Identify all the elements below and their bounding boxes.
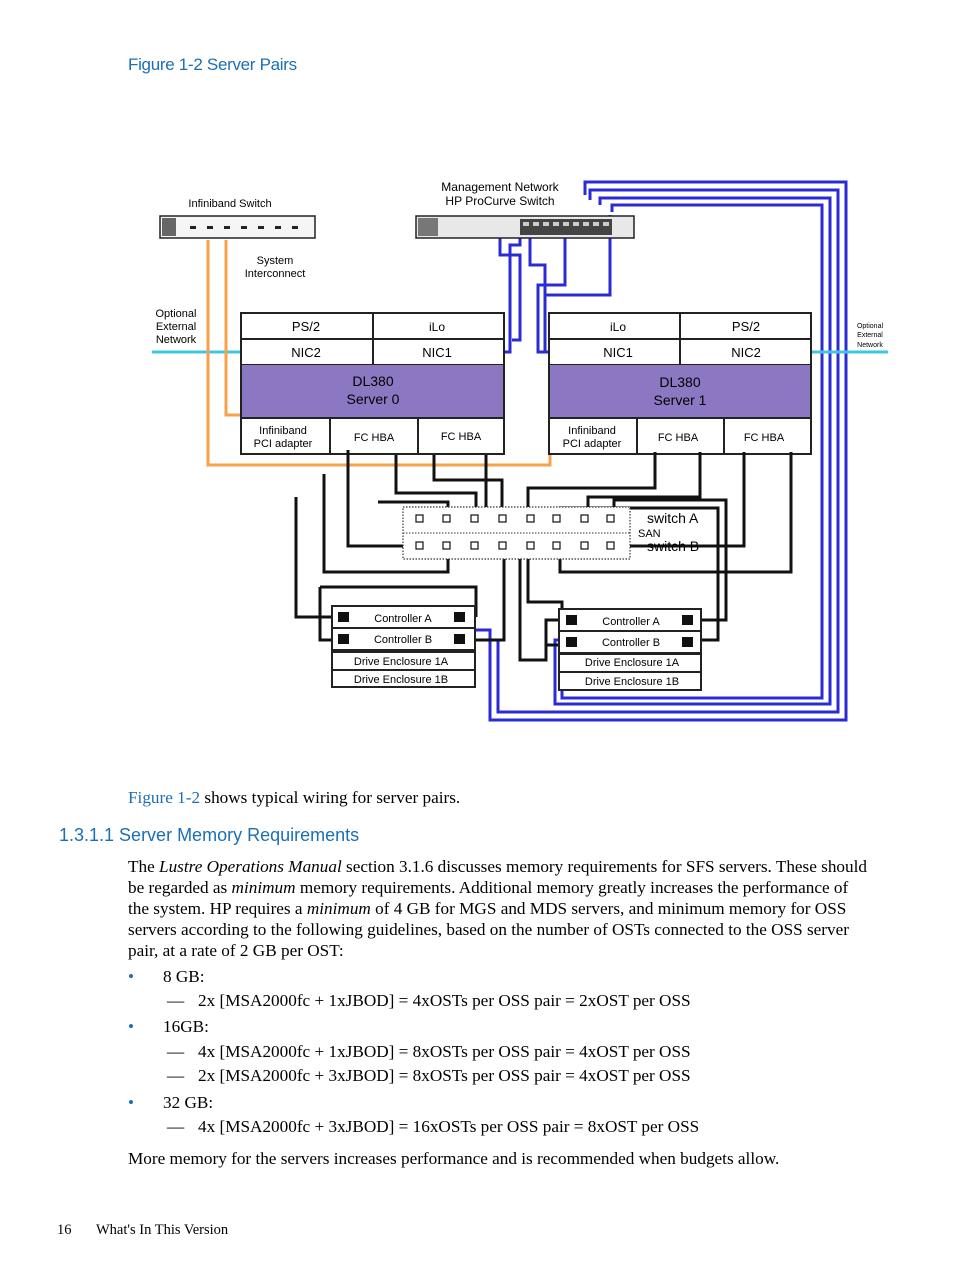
optional-network-left-label-1: Optional [156, 308, 197, 320]
s0-ps2: PS/2 [292, 319, 320, 334]
s0-fc-1: FC HBA [354, 432, 395, 444]
memory-paragraph: The Lustre Operations Manual section 3.1… [128, 857, 867, 960]
r-ctrl-a: Controller A [602, 616, 660, 628]
optional-network-right-label-1: Optional [857, 323, 884, 330]
r-ctrl-b: Controller B [602, 637, 660, 649]
l-drive-1b: Drive Enclosure 1B [354, 674, 448, 686]
list-subitem: —2x [MSA2000fc + 1xJBOD] = 4xOSTs per OS… [167, 991, 691, 1010]
san-switch [402, 506, 631, 560]
s1-nic1: NIC1 [603, 345, 633, 360]
s1-name-1: DL380 [659, 374, 700, 390]
s0-ib-1: Infiniband [259, 425, 307, 437]
mgmt-switch-label-1: Management Network [441, 180, 559, 194]
server-pairs-diagram: Infiniband Switch Management Network HP … [152, 180, 888, 722]
l-ctrl-b: Controller B [374, 634, 432, 646]
l-drive-1a: Drive Enclosure 1A [354, 656, 449, 668]
figure-title: Figure 1-2 Server Pairs [128, 55, 297, 74]
list-item: •16GB: [128, 1017, 209, 1036]
mgmt-switch-label-2: HP ProCurve Switch [445, 194, 554, 208]
s0-ilo: iLo [429, 320, 445, 334]
r-drive-1b: Drive Enclosure 1B [585, 676, 679, 688]
server-1 [548, 312, 812, 455]
page-number: 16 [57, 1222, 72, 1238]
switch-a-label: switch A [647, 510, 699, 526]
section-heading: 1.3.1.1 Server Memory Requirements [59, 825, 360, 845]
figure-intro: Figure 1-2 shows typical wiring for serv… [128, 788, 461, 807]
san-label: SAN [638, 528, 661, 540]
optional-network-right-label-3: Network [857, 342, 883, 349]
ib-switch-label: Infiniband Switch [188, 198, 271, 210]
s1-nic2: NIC2 [731, 345, 761, 360]
s0-nic1: NIC1 [422, 345, 452, 360]
l-ctrl-a: Controller A [374, 613, 432, 625]
list-subitem: —4x [MSA2000fc + 3xJBOD] = 16xOSTs per O… [167, 1117, 700, 1136]
management-switch [415, 215, 635, 239]
infiniband-switch [159, 215, 316, 239]
server-0 [240, 312, 505, 455]
s0-fc-2: FC HBA [441, 431, 482, 443]
s1-ib-2: PCI adapter [563, 438, 622, 450]
s1-name-2: Server 1 [654, 392, 707, 408]
system-interconnect-label-2: Interconnect [245, 268, 306, 280]
s0-name-2: Server 0 [347, 391, 400, 407]
optional-network-left-label-2: External [156, 321, 196, 333]
footer-section: What's In This Version [96, 1222, 229, 1238]
switch-b-label: switch B [647, 538, 699, 554]
r-drive-1a: Drive Enclosure 1A [585, 657, 680, 669]
storage-left [331, 605, 476, 688]
storage-left-ports [338, 612, 465, 644]
list-item: •8 GB: [128, 967, 205, 986]
s1-ilo: iLo [610, 320, 626, 334]
system-interconnect-label-1: System [257, 255, 294, 267]
closing-paragraph: More memory for the servers increases pe… [128, 1149, 780, 1168]
s1-ib-1: Infiniband [568, 425, 616, 437]
storage-right [558, 608, 702, 691]
list-subitem: —4x [MSA2000fc + 1xJBOD] = 8xOSTs per OS… [167, 1042, 691, 1061]
optional-network-right-label-2: External [857, 332, 883, 339]
s0-name-1: DL380 [352, 373, 393, 389]
s1-fc-1: FC HBA [658, 432, 699, 444]
figure-link[interactable]: Figure 1-2 [128, 788, 201, 807]
s0-nic2: NIC2 [291, 345, 321, 360]
storage-right-ports [566, 615, 693, 647]
s1-ps2: PS/2 [732, 319, 760, 334]
list-item: •32 GB: [128, 1093, 214, 1112]
optional-network-left-label-3: Network [156, 334, 197, 346]
s0-ib-2: PCI adapter [254, 438, 313, 450]
list-subitem: —2x [MSA2000fc + 3xJBOD] = 8xOSTs per OS… [167, 1066, 691, 1085]
s1-fc-2: FC HBA [744, 432, 785, 444]
